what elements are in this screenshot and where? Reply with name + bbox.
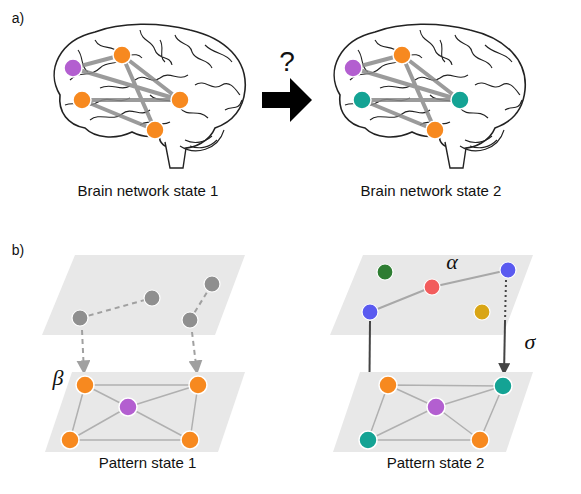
brain-illustration	[334, 24, 525, 168]
module-node	[424, 279, 440, 295]
network-node	[64, 59, 82, 77]
projection-arrow	[82, 330, 84, 373]
upper-plane	[330, 255, 533, 335]
pattern-node	[119, 398, 137, 416]
network-link	[73, 55, 180, 130]
state-panel: Brain network state 2	[318, 22, 544, 200]
gray-node	[144, 290, 160, 306]
state-caption: Pattern state 2	[387, 454, 485, 472]
state-caption: Pattern state 1	[99, 454, 197, 472]
block-arrow	[262, 78, 312, 122]
gray-node	[182, 312, 198, 328]
lower-plane	[333, 372, 533, 452]
module-node	[500, 262, 516, 278]
module-node	[474, 304, 490, 320]
network-node	[344, 59, 362, 77]
pattern-node	[379, 376, 397, 394]
mapping-arrow	[504, 322, 505, 374]
pattern-node	[181, 431, 199, 449]
symbol-label: σ	[525, 331, 536, 353]
network-link	[353, 55, 460, 130]
pattern-node	[471, 431, 489, 449]
state-caption: Brain network state 1	[78, 182, 219, 200]
edge-label: ?	[279, 48, 295, 76]
mapping-arrow-dotted	[505, 280, 506, 322]
lower-plane	[45, 372, 245, 452]
gray-node	[72, 310, 88, 326]
network-node	[113, 46, 131, 64]
network-node	[393, 46, 411, 64]
state-caption: Brain network state 2	[361, 182, 502, 200]
network-node	[73, 91, 91, 109]
projection-arrow	[192, 332, 197, 373]
pattern-node	[76, 376, 94, 394]
module-node	[362, 304, 378, 320]
pattern-node	[189, 376, 207, 394]
state-panel: Pattern state 2	[328, 250, 543, 472]
pattern-node	[494, 377, 512, 395]
symbol-label: β	[53, 367, 64, 389]
network-node	[451, 91, 469, 109]
state-panel: Pattern state 1	[40, 250, 255, 472]
panel-letter: b)	[12, 243, 24, 257]
upper-plane	[42, 255, 245, 335]
network-node	[353, 91, 371, 109]
pattern-node	[427, 398, 445, 416]
network-node	[426, 121, 444, 139]
gray-node	[204, 276, 220, 292]
network-node	[146, 121, 164, 139]
state-panel: Brain network state 1	[40, 22, 256, 200]
pattern-node	[61, 431, 79, 449]
panel-letter: a)	[12, 11, 24, 25]
network-node	[171, 91, 189, 109]
brain-illustration	[54, 24, 245, 168]
symbol-label: α	[446, 251, 458, 273]
module-node	[377, 264, 393, 280]
pattern-node	[359, 431, 377, 449]
